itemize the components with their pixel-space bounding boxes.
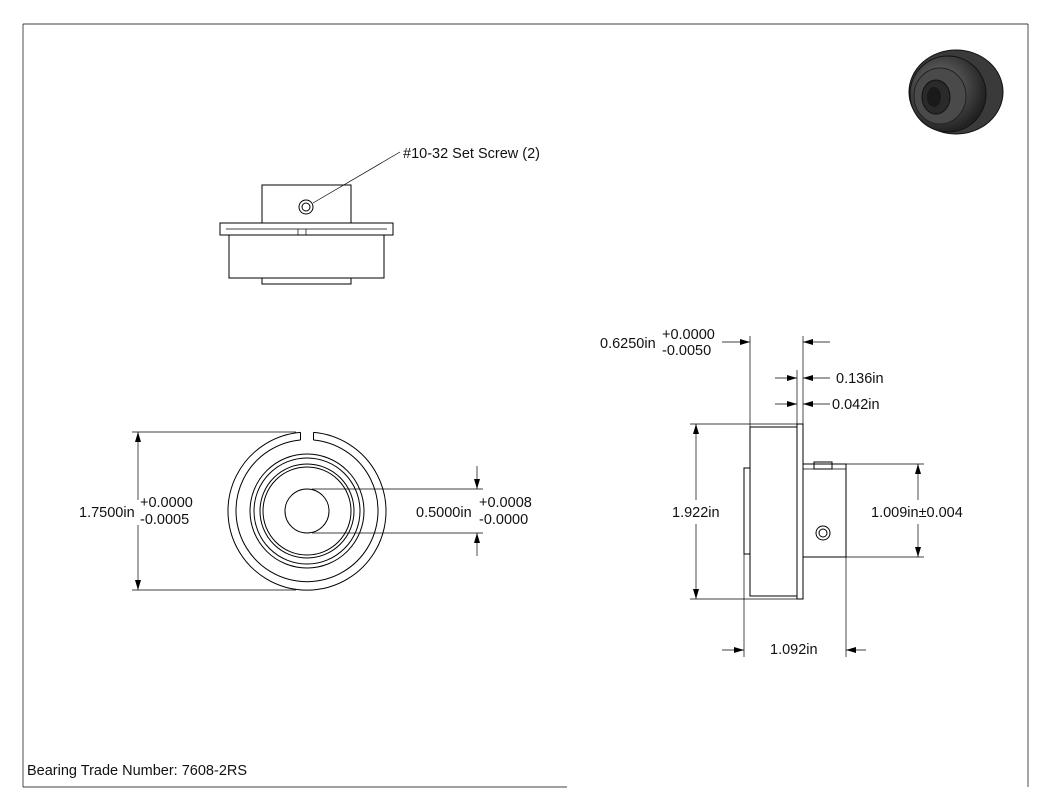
collar-diameter-value: 1.009in±0.004: [871, 505, 963, 521]
width-value: 0.6250in: [600, 336, 656, 352]
bore-dimension: [312, 466, 483, 556]
bore-tol-plus: +0.0008: [479, 495, 532, 511]
top-view: [219, 151, 401, 285]
flange-width-value: 0.136in: [836, 371, 884, 387]
flange-diameter-value: 1.922in: [672, 505, 720, 521]
flange-width-dimension: [775, 370, 830, 424]
bore-value: 0.5000in: [416, 505, 472, 521]
bore-tol-minus: -0.0000: [479, 512, 528, 528]
drawing-border: [22, 23, 1029, 788]
overall-width-value: 1.092in: [770, 642, 818, 658]
flange-gap-value: 0.042in: [832, 397, 880, 413]
trade-number-label: Bearing Trade Number: 7608-2RS: [27, 763, 247, 779]
set-screw-hole-icon: [815, 525, 831, 541]
outer-diameter-value: 1.7500in: [79, 505, 135, 521]
width-tol-minus: -0.0050: [662, 343, 711, 359]
front-view: [227, 431, 387, 591]
width-dimension: [722, 336, 830, 427]
width-tol-plus: +0.0000: [662, 327, 715, 343]
outer-diameter-tol-plus: +0.0000: [140, 495, 193, 511]
set-screw-hole-icon: [298, 199, 314, 215]
side-view: [743, 423, 847, 600]
overall-width-dimension: [722, 554, 866, 657]
bearing-3d-preview: [908, 49, 1004, 135]
outer-diameter-dimension: [132, 431, 296, 591]
flange-diameter-dimension: [690, 423, 797, 600]
set-screw-callout: #10-32 Set Screw (2): [403, 146, 540, 162]
collar-diameter-dimension: [846, 463, 924, 558]
outer-diameter-tol-minus: -0.0005: [140, 512, 189, 528]
